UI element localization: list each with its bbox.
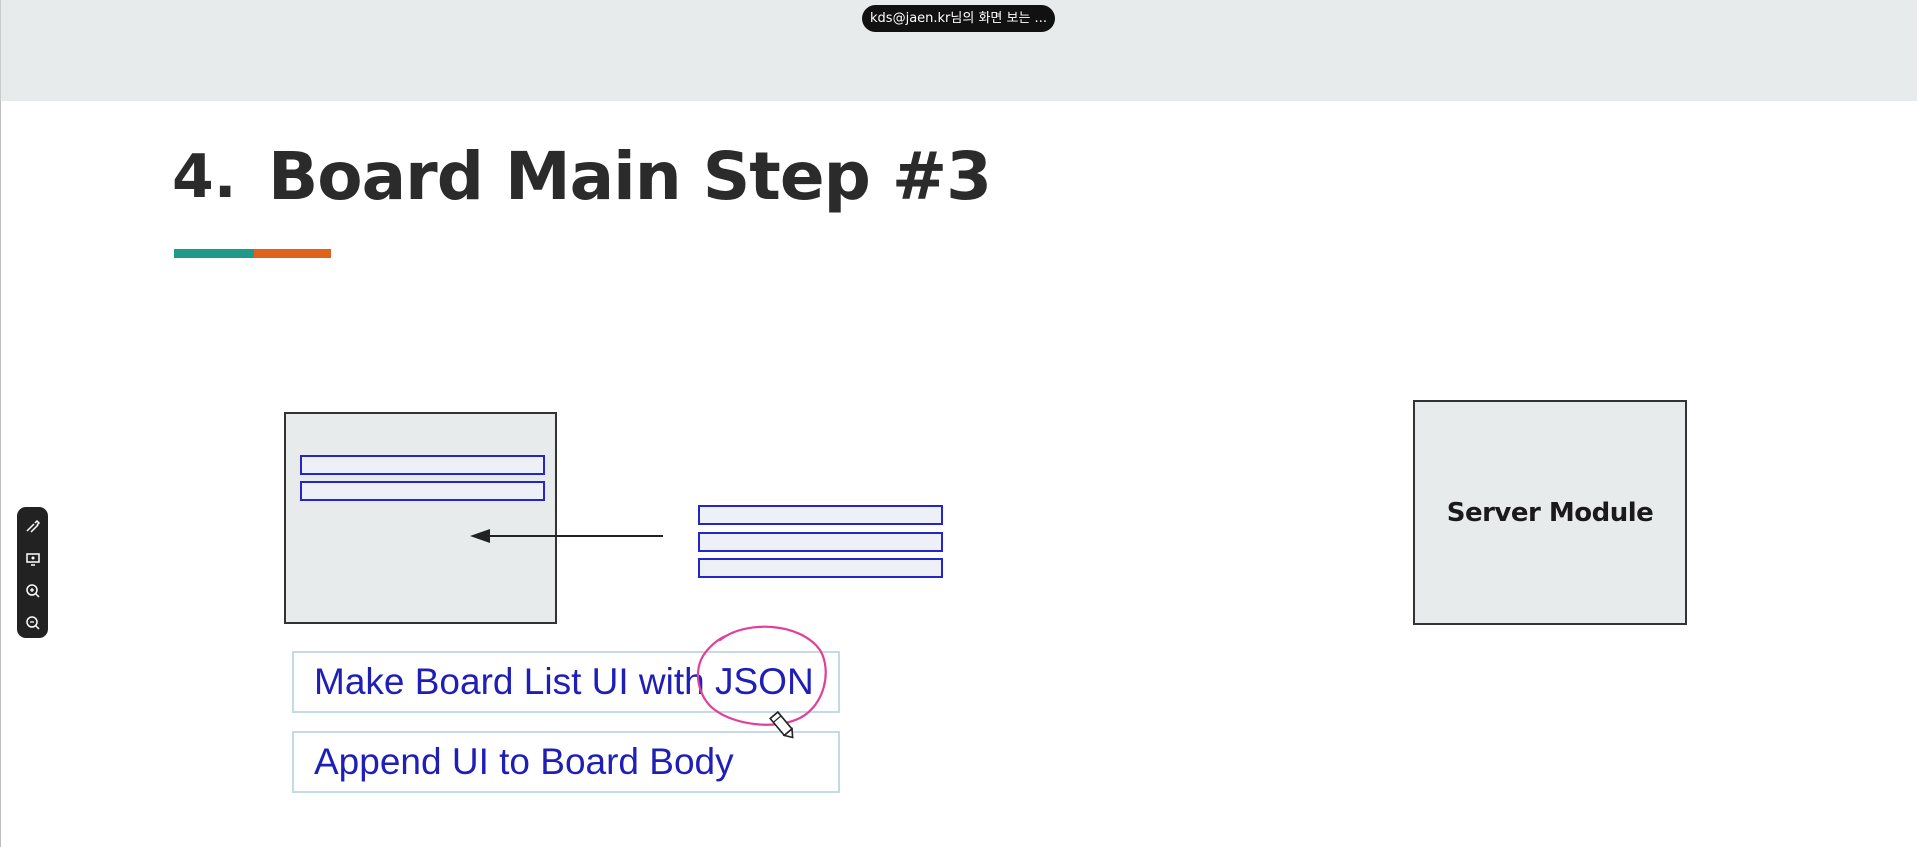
- title-accent-teal: [174, 249, 254, 258]
- server-module-box: Server Module: [1413, 400, 1687, 625]
- slide-section-number: 4.: [172, 142, 237, 212]
- append-arrow-icon: [470, 529, 663, 543]
- zoom-out-icon[interactable]: [20, 610, 45, 635]
- step-box-append-ui: Append UI to Board Body: [292, 731, 840, 793]
- slide-title: Board Main Step #3: [268, 138, 992, 215]
- title-accent-orange: [254, 249, 331, 258]
- step-label: Make Board List UI with JSON: [314, 661, 814, 702]
- step-box-make-ui: Make Board List UI with JSON: [292, 651, 840, 713]
- screen-share-icon[interactable]: [20, 546, 45, 571]
- generated-row: [698, 505, 943, 525]
- zoom-in-icon[interactable]: [20, 578, 45, 603]
- board-row: [300, 481, 545, 501]
- step-label: Append UI to Board Body: [314, 741, 734, 782]
- slide-edge-divider: [0, 101, 1, 847]
- pencil-cursor-icon: [769, 710, 794, 739]
- screen-share-banner[interactable]: kds@jaen.kr님의 화면 보는 ...: [862, 5, 1055, 32]
- annotation-circle-icon: [696, 625, 827, 726]
- generated-row: [698, 558, 943, 578]
- generated-row: [698, 532, 943, 552]
- pen-draw-icon[interactable]: [20, 514, 45, 539]
- board-ui-box: [284, 412, 557, 624]
- annotation-toolbar: [17, 507, 48, 638]
- server-module-label: Server Module: [1446, 497, 1654, 528]
- board-row: [300, 455, 545, 475]
